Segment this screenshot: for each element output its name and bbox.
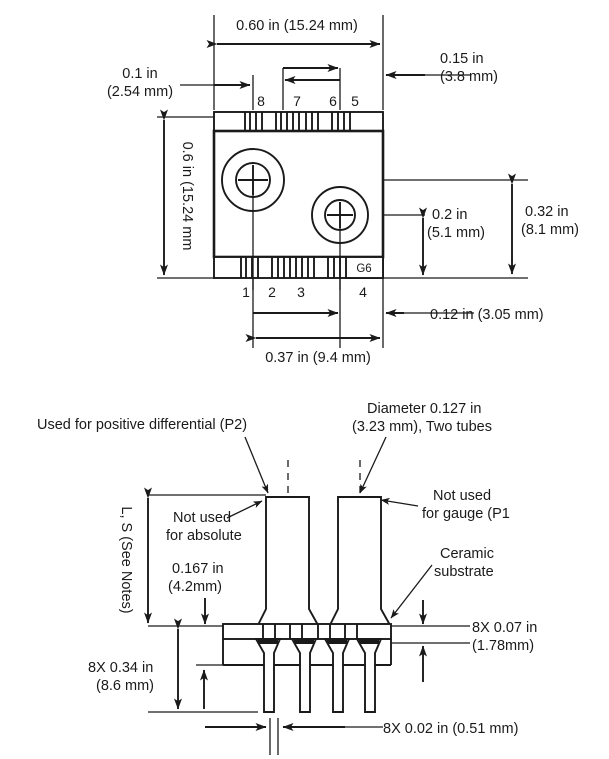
marking-box — [345, 256, 384, 279]
dim-lead-width: 8X 0.02 in (0.51 mm) — [205, 721, 518, 737]
pin-number-3: 3 — [297, 284, 305, 300]
callout-ceramic-substrate: Ceramic substrate — [390, 546, 494, 619]
callout-ceramic-substrate-line2: substrate — [434, 564, 494, 580]
pin-number-7: 7 — [293, 93, 301, 109]
callout-ceramic-substrate-line1: Ceramic — [440, 546, 494, 562]
dim-lead-length-line1: 8X 0.34 in — [88, 660, 153, 676]
pin-numbers-top: 8 7 6 5 — [257, 93, 359, 109]
pin-number-1: 1 — [242, 284, 250, 300]
dim-inner-ticks — [283, 64, 340, 84]
lead-2-solder-band — [294, 640, 314, 644]
callout-not-used-gauge: Not used for gauge (P1 — [380, 488, 510, 522]
dim-port-offset-vertical: 0.32 in (8.1 mm) — [508, 173, 579, 275]
tube-left — [256, 496, 320, 626]
callout-tube-diameter-line2: (3.23 mm), Two tubes — [352, 419, 492, 435]
package-body-top-view: G6 — [212, 111, 385, 290]
lead-4-solder-band — [359, 640, 379, 644]
callout-not-used-absolute: Not used for absolute — [166, 500, 263, 544]
callout-tube-diameter-line1: Diameter 0.127 in — [367, 401, 481, 417]
pin-number-4: 4 — [359, 284, 367, 300]
dim-height-overall-label: 0.6 in (15.24 mm — [179, 142, 195, 251]
lead-1-solder-band — [258, 640, 278, 644]
callout-see-notes: L, S (See Notes) — [118, 506, 134, 613]
pin-number-8: 8 — [257, 93, 265, 109]
dim-edge-offset-left: 0.1 in (2.54 mm) — [107, 66, 251, 100]
lead-2 — [290, 638, 318, 713]
bottom-lead-teeth — [240, 257, 341, 278]
callout-see-notes-label: L, S (See Notes) — [118, 506, 134, 613]
tube-right — [328, 496, 392, 626]
pin-numbers-bottom: 1 2 3 4 — [242, 284, 367, 300]
dim-port-spacing-horizontal-label: 0.37 in (9.4 mm) — [265, 350, 371, 366]
dim-port-spacing-horizontal: 0.37 in (9.4 mm) — [245, 334, 381, 366]
top-view: 0.60 in (15.24 mm) 0.1 in (2.54 mm) 0.15… — [107, 15, 579, 366]
dim-edge-offset-right-line2: (3.8 mm) — [440, 69, 498, 85]
side-view-extension-lines — [148, 494, 470, 755]
side-view: Used for positive differential (P2) Diam… — [37, 401, 537, 755]
callout-not-used-absolute-line2: for absolute — [166, 528, 242, 544]
dim-edge-offset-left-line1: 0.1 in — [122, 66, 157, 82]
dim-port-spacing-vertical: 0.2 in (5.1 mm) — [419, 207, 485, 276]
lead-4 — [355, 638, 383, 713]
package-marking-g6: G6 — [356, 263, 371, 275]
lead-3 — [323, 638, 351, 713]
callout-tube-diameter: Diameter 0.127 in (3.23 mm), Two tubes — [352, 401, 492, 494]
callout-positive-differential: Used for positive differential (P2) — [37, 417, 269, 494]
callout-not-used-gauge-line2: for gauge (P1 — [422, 506, 510, 522]
dim-port-offset-vertical-line2: (8.1 mm) — [521, 222, 579, 238]
pin-number-6: 6 — [329, 93, 337, 109]
dim-tube-height-line2: (4.2mm) — [168, 579, 222, 595]
pin-number-5: 5 — [351, 93, 359, 109]
dim-substrate-thickness-line1: 8X 0.07 in — [472, 620, 537, 636]
lead-3-solder-band — [327, 640, 347, 644]
dim-edge-offset-right-line1: 0.15 in — [440, 51, 484, 67]
dim-port-offset-right-label: 0.12 in (3.05 mm) — [430, 307, 544, 323]
callout-positive-differential-label: Used for positive differential (P2) — [37, 417, 247, 433]
dim-height-overall: 0.6 in (15.24 mm — [160, 109, 195, 276]
callout-not-used-gauge-line1: Not used — [433, 488, 491, 504]
dim-tube-height: 0.167 in (4.2mm) — [168, 561, 224, 625]
dim-port-spacing-vertical-line2: (5.1 mm) — [427, 225, 485, 241]
dim-port-offset-right: 0.12 in (3.05 mm) — [253, 307, 544, 323]
dim-width-overall: 0.60 in (15.24 mm) — [206, 18, 381, 48]
dim-edge-offset-right: 0.15 in (3.8 mm) — [385, 51, 498, 85]
dim-tube-height-line1: 0.167 in — [172, 561, 224, 577]
lead-1 — [254, 638, 282, 713]
pin-number-2: 2 — [268, 284, 276, 300]
dim-substrate-thickness-line2: (1.78mm) — [472, 638, 534, 654]
dim-port-offset-vertical-line1: 0.32 in — [525, 204, 569, 220]
ceramic-substrate-plate — [222, 623, 392, 640]
dim-lead-length: 8X 0.34 in (8.6 mm) — [88, 618, 208, 710]
dim-lead-length-line2: (8.6 mm) — [96, 678, 154, 694]
dim-port-spacing-vertical-line1: 0.2 in — [432, 207, 467, 223]
dim-edge-offset-left-line2: (2.54 mm) — [107, 84, 173, 100]
lead-frame — [254, 638, 383, 713]
top-lead-teeth — [244, 112, 351, 131]
dim-substrate-thickness: 8X 0.07 in (1.78mm) — [419, 600, 537, 682]
callout-not-used-absolute-line1: Not used — [173, 510, 231, 526]
substrate-separators — [262, 624, 358, 639]
dim-lead-width-label: 8X 0.02 in (0.51 mm) — [383, 721, 518, 737]
dim-width-overall-label: 0.60 in (15.24 mm) — [236, 18, 358, 34]
